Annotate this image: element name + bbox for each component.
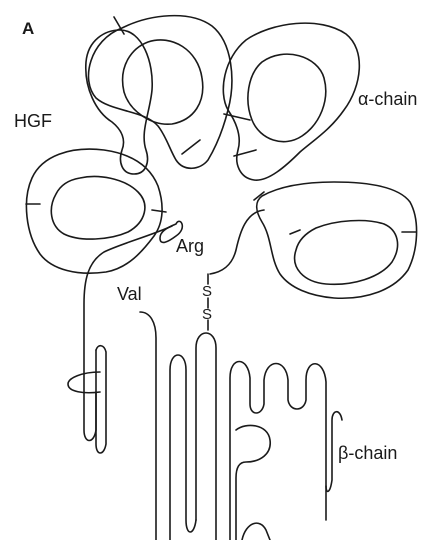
- beta-hairpin-1: [170, 355, 196, 540]
- disulfide-s1-label: S: [202, 284, 212, 299]
- side-strand: [96, 346, 106, 453]
- kringle-3-outer: [26, 149, 162, 273]
- cleavage-residue-label: Arg: [176, 237, 204, 255]
- kringle-1-inner: [123, 40, 203, 124]
- beta-val-strand: [140, 312, 156, 540]
- beta-hairpin-3: [230, 362, 326, 540]
- beta-chain-label: β-chain: [338, 444, 397, 462]
- beta-hairpin-4: [236, 425, 270, 540]
- arg-linker: [210, 210, 264, 274]
- kringle-3-inner: [51, 177, 145, 240]
- kringle-4-outer: [257, 182, 417, 298]
- panel-label: A: [22, 20, 34, 37]
- kringle-1-outer: [88, 16, 231, 169]
- protein-label: HGF: [14, 112, 52, 130]
- beta-bottom-loop: [242, 523, 270, 540]
- kringle-2-inner: [248, 54, 326, 141]
- cleavage-hairpin: [84, 226, 172, 441]
- n-terminal-residue-label: Val: [117, 285, 142, 303]
- alpha-chain-label: α-chain: [358, 90, 417, 108]
- beta-hairpin-2: [196, 333, 216, 540]
- kringle-4-inner: [295, 221, 398, 285]
- disulfide-s2-label: S: [202, 307, 212, 322]
- kringle-2-outer: [223, 23, 359, 180]
